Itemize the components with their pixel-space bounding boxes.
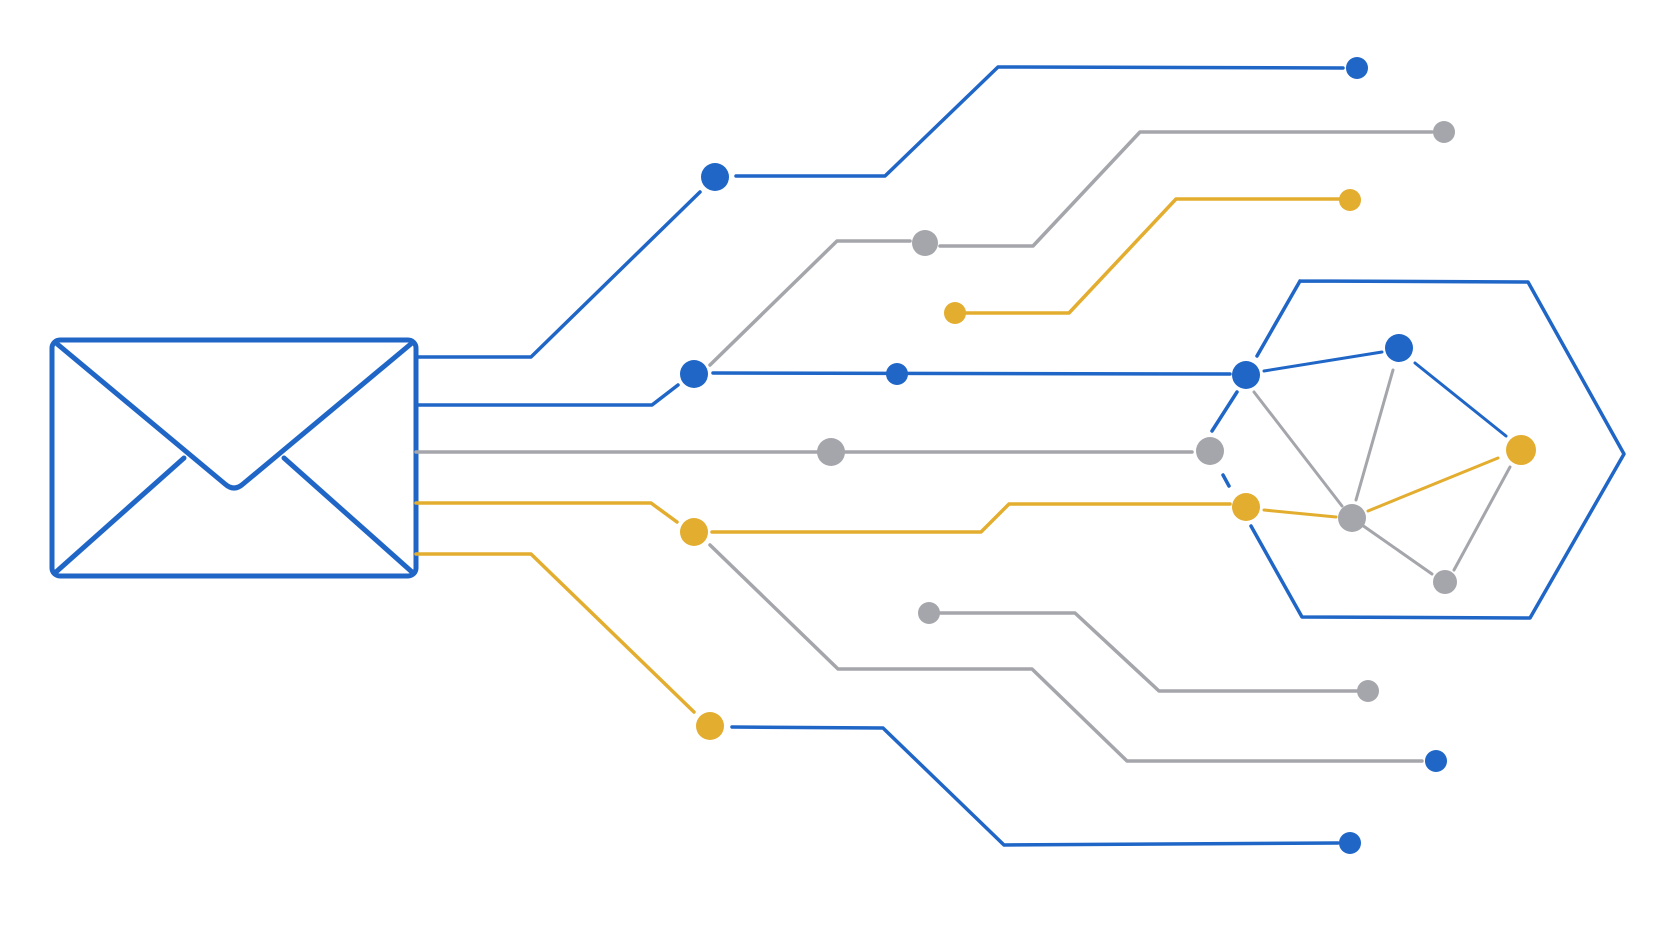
envelope-fold-left — [53, 455, 187, 575]
node-blue-hex-top — [1385, 334, 1413, 362]
envelope-flap — [53, 340, 415, 491]
node-blue-top-left — [701, 163, 729, 191]
connector-lines — [414, 65, 1434, 847]
line-yellow-main-right — [710, 502, 1232, 534]
line-blue-main — [414, 383, 680, 407]
node-yellow-hex-right — [1506, 435, 1536, 465]
node-yellow-hex-left — [1232, 493, 1260, 521]
nodes — [680, 57, 1536, 854]
network-edges — [1252, 350, 1512, 576]
line-yellow-lower — [414, 552, 696, 714]
envelope-fold-right — [281, 455, 415, 575]
line-yellow-main — [414, 501, 679, 524]
node-blue-hex-left — [1232, 361, 1260, 389]
node-yellow-upper-start — [944, 302, 966, 324]
hexagon-network-icon — [1210, 279, 1626, 620]
node-yellow-end-upper — [1339, 189, 1361, 211]
node-gray-end-upper — [1433, 121, 1455, 143]
node-blue-main-mid — [886, 363, 908, 385]
node-gray-hex-left — [1196, 437, 1224, 465]
node-gray-lowest-start — [918, 602, 940, 624]
line-blue-top — [414, 190, 702, 359]
node-blue-end-top — [1346, 57, 1368, 79]
line-gray-lower — [708, 543, 1424, 763]
node-yellow-lower — [696, 712, 724, 740]
hexagon-outline — [1210, 279, 1626, 620]
node-yellow-main — [680, 518, 708, 546]
node-gray-hex-center — [1338, 504, 1366, 532]
node-blue-end-bottom — [1339, 832, 1361, 854]
line-gray-upper-a — [708, 239, 912, 367]
line-blue-top-right — [734, 65, 1345, 178]
node-blue-end-lower — [1425, 750, 1447, 772]
line-gray-lowest — [936, 611, 1361, 693]
envelope-icon — [49, 337, 419, 579]
node-gray-upper — [912, 230, 938, 256]
line-blue-bottom — [730, 725, 1340, 847]
node-gray-end-lowest — [1357, 680, 1379, 702]
envelope-body — [49, 337, 419, 579]
line-yellow-upper — [964, 197, 1341, 315]
node-gray-hex-bottom — [1433, 570, 1457, 594]
node-gray-middle — [817, 438, 845, 466]
node-blue-main — [680, 360, 708, 388]
line-blue-main-right — [711, 371, 1232, 376]
line-gray-upper-b — [938, 130, 1434, 248]
